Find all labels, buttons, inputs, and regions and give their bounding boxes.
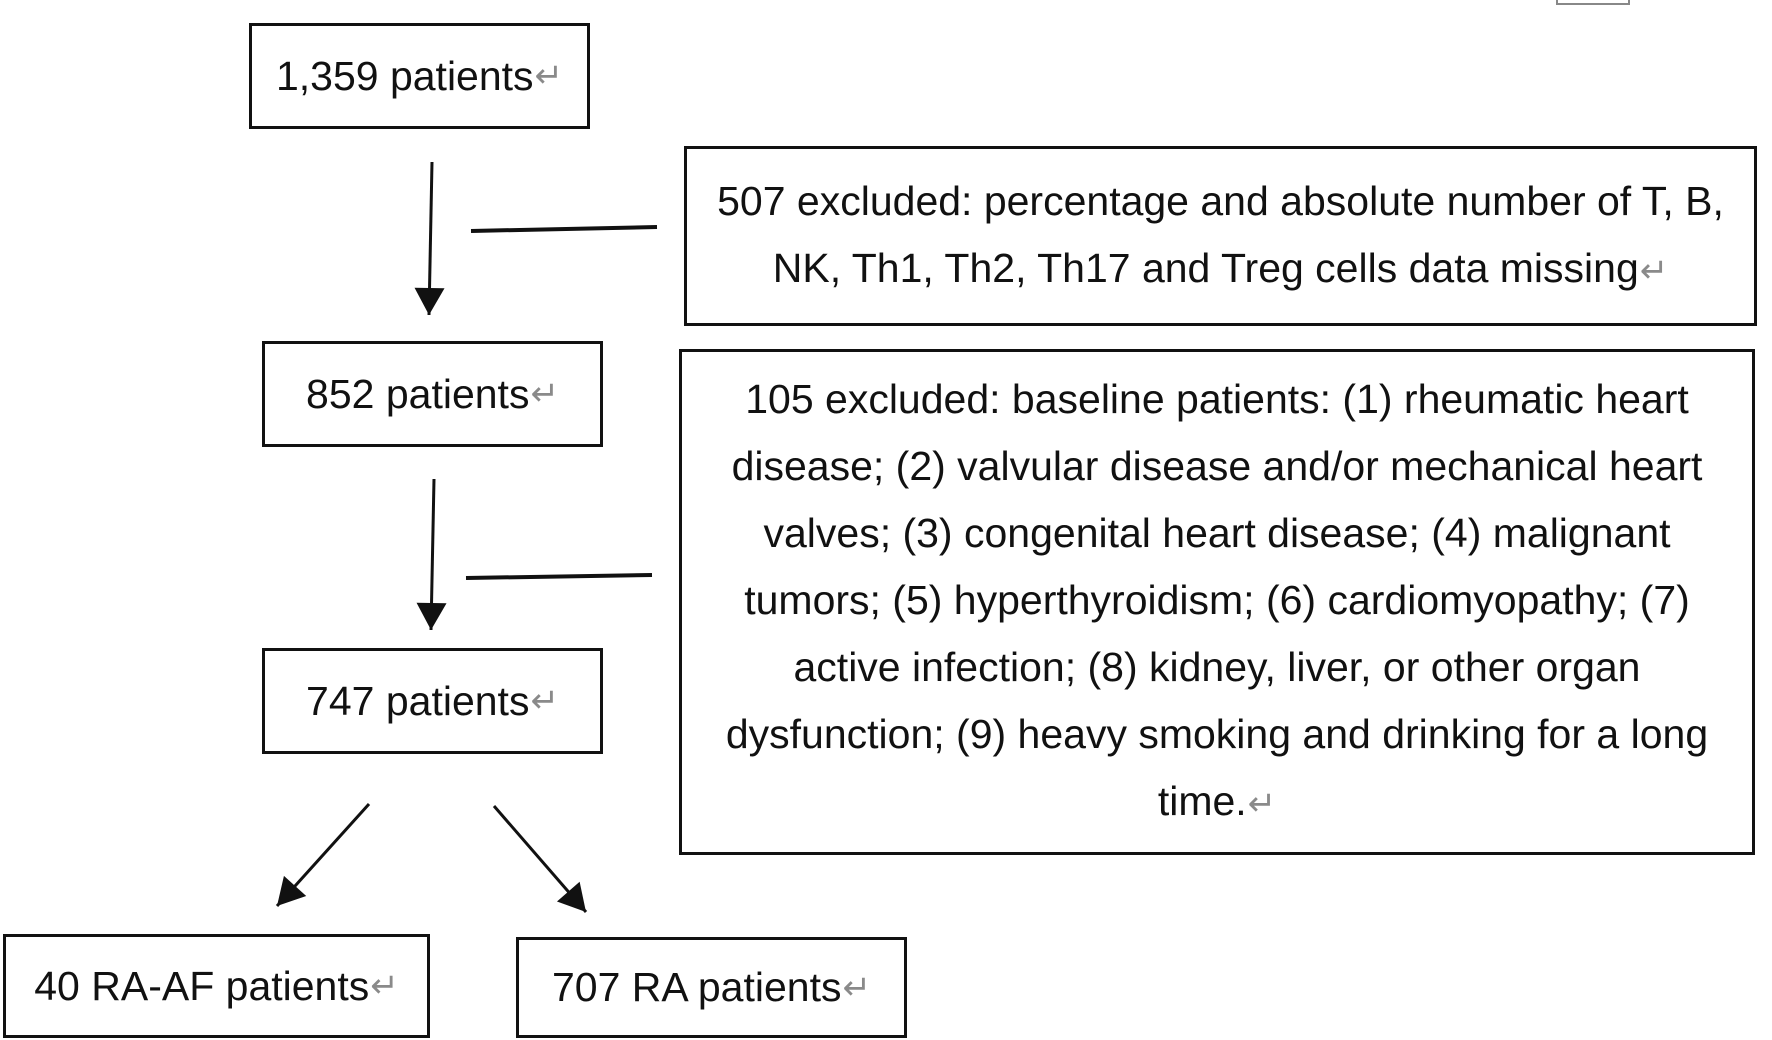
node-remaining-patients-852-label: 852 patients: [306, 370, 530, 417]
return-mark-icon: ↵: [1639, 251, 1669, 290]
node-total-patients: 1,359 patients↵: [249, 23, 590, 129]
node-remaining-patients-747: 747 patients↵: [262, 648, 603, 754]
return-mark-icon: ↵: [1247, 785, 1277, 823]
return-mark-icon: ↵: [534, 57, 564, 95]
node-exclusion-baseline-criteria: 105 excluded: baseline patients: (1) rhe…: [679, 349, 1755, 855]
node-remaining-patients-852: 852 patients↵: [262, 341, 603, 447]
node-ra-patients-label: 707 RA patients: [552, 964, 842, 1010]
exclusion-link-507: [470, 225, 658, 233]
node-exclusion-baseline-criteria-label: 105 excluded: baseline patients: (1) rhe…: [725, 376, 1709, 824]
node-ra-patients: 707 RA patients↵: [516, 937, 907, 1038]
exclusion-link-105: [465, 573, 653, 580]
node-exclusion-missing-data: 507 excluded: percentage and absolute nu…: [684, 146, 1757, 326]
node-remaining-patients-747-label: 747 patients: [306, 677, 530, 724]
arrow-747-to-ra: [492, 805, 588, 913]
arrow-852-to-747: [416, 478, 447, 631]
return-mark-icon: ↵: [370, 967, 399, 1005]
return-mark-icon: ↵: [842, 968, 871, 1007]
arrow-1359-to-852: [414, 161, 445, 316]
return-mark-icon: ↵: [530, 375, 559, 413]
node-total-patients-label: 1,359 patients: [275, 52, 534, 99]
arrow-747-to-ra-af: [275, 802, 371, 908]
node-ra-af-patients-label: 40 RA-AF patients: [34, 962, 370, 1009]
return-mark-icon: ↵: [530, 682, 559, 720]
node-ra-af-patients: 40 RA-AF patients↵: [3, 934, 430, 1038]
node-exclusion-missing-data-label: 507 excluded: percentage and absolute nu…: [717, 177, 1724, 291]
corner-fragment: [1556, 0, 1630, 5]
